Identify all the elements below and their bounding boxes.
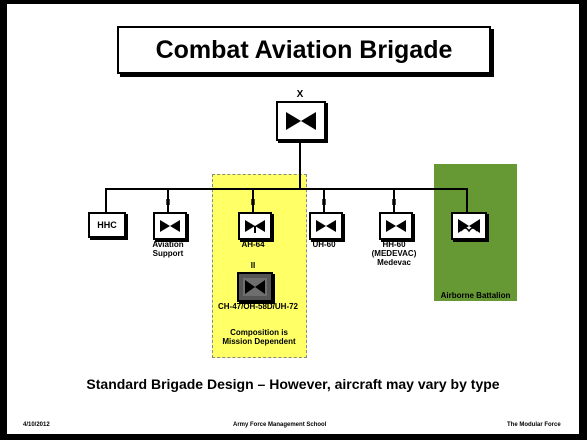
drop-line xyxy=(393,188,395,212)
unit-label: AH-64 xyxy=(241,240,265,249)
unit-label: Aviation Support xyxy=(152,240,184,258)
attack-aviation-icon xyxy=(245,220,265,233)
drop-line xyxy=(167,188,169,212)
aviation-bowtie-icon xyxy=(316,220,336,232)
aviation-bowtie-icon xyxy=(243,278,267,296)
aviation-bowtie-icon xyxy=(286,112,316,130)
unit-label: UH-60 xyxy=(312,240,336,249)
slide: Combat Aviation Brigade X I HHC II Aviat… xyxy=(7,4,579,434)
drop-line xyxy=(323,188,325,212)
yellow-zone-note: Composition is Mission Dependent xyxy=(222,328,296,346)
aviation-bowtie-icon xyxy=(160,220,180,232)
footer-title: The Modular Force xyxy=(507,422,561,428)
green-zone-label: Airborne Battalion xyxy=(440,291,511,300)
branch-line xyxy=(105,188,467,190)
mission-dependent-zone xyxy=(212,174,307,358)
aviation-bowtie-icon xyxy=(386,220,406,232)
design-note: Standard Brigade Design – However, aircr… xyxy=(86,376,500,392)
drop-line xyxy=(466,188,468,212)
hq-echelon: X xyxy=(296,89,304,100)
unit-label: HH-60 (MEDEVAC) Medevac xyxy=(371,240,417,267)
airborne-unit xyxy=(451,212,487,240)
hq-connector xyxy=(299,141,301,189)
medevac-unit xyxy=(379,212,413,240)
title-box: Combat Aviation Brigade xyxy=(117,26,491,74)
footer-date: 4/10/2012 xyxy=(23,422,50,428)
unit-echelon: I xyxy=(104,198,108,207)
page-title: Combat Aviation Brigade xyxy=(155,35,453,64)
brigade-hq-unit xyxy=(276,101,326,141)
unit-echelon: II xyxy=(321,198,327,207)
unit-echelon: II xyxy=(250,261,256,270)
unit-echelon: II xyxy=(165,198,171,207)
unit-echelon: II xyxy=(250,198,256,207)
unit-box-text: HHC xyxy=(97,220,117,230)
aviation-support-unit xyxy=(153,212,187,240)
drop-line xyxy=(252,188,254,212)
unit-echelon: II xyxy=(391,198,397,207)
lift-battalion-unit xyxy=(237,272,273,302)
attack-battalion-unit xyxy=(238,212,272,240)
assault-battalion-unit xyxy=(309,212,343,240)
airborne-aviation-icon xyxy=(458,219,480,233)
unit-label: CH-47/OH-58D/UH-72 xyxy=(217,302,299,311)
hhc-unit: HHC xyxy=(88,212,126,238)
drop-line xyxy=(105,188,107,212)
footer-organization: Army Force Management School xyxy=(233,422,327,428)
